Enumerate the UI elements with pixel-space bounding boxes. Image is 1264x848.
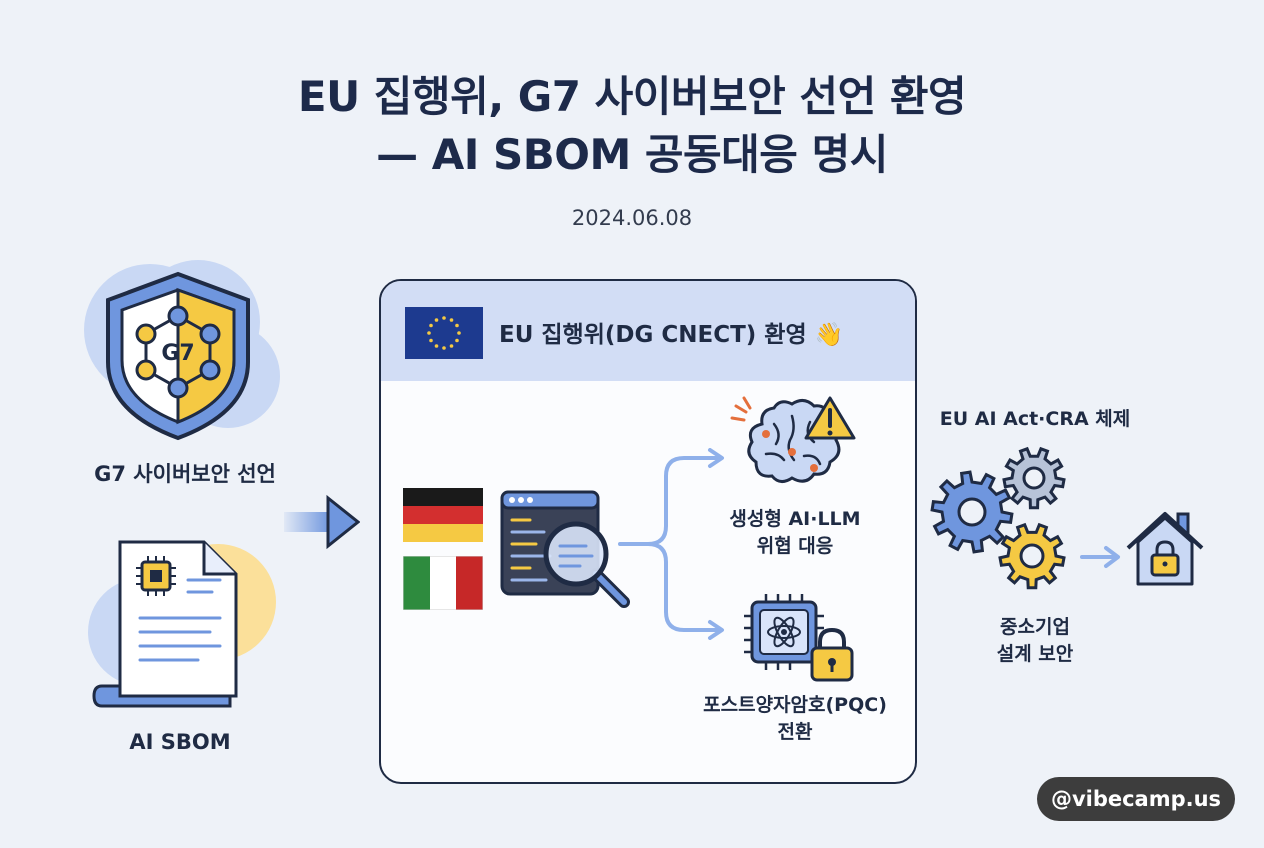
- sme-secure-design-label: 중소기업 설계 보안: [960, 614, 1110, 668]
- threat-response-label: 생성형 AI·LLM 위협 대응: [700, 506, 890, 560]
- code-inspection-icon: [500, 490, 630, 608]
- waving-hand-icon: 👋: [814, 322, 844, 348]
- shield-text: G7: [161, 341, 194, 366]
- italy-flag-icon: [403, 556, 483, 610]
- pqc-transition-label: 포스트양자암호(PQC) 전환: [680, 692, 910, 746]
- title-line-1: EU 집행위, G7 사이버보안 선언 환영: [297, 72, 967, 121]
- g7-declaration-label: G7 사이버보안 선언: [94, 462, 276, 486]
- sme-line-1: 중소기업: [1000, 616, 1070, 638]
- pqc-line-2: 전환: [777, 721, 813, 743]
- gears-icon: [930, 446, 1066, 590]
- panel-header-text: EU 집행위(DG CNECT) 환영: [499, 322, 807, 348]
- germany-flag-icon: [403, 488, 483, 542]
- watermark-badge: @vibecamp.us: [1037, 777, 1235, 821]
- secure-house-icon: [1126, 512, 1204, 586]
- title-line-2: — AI SBOM 공동대응 명시: [376, 130, 888, 179]
- panel-header-title: EU 집행위(DG CNECT) 환영 👋: [499, 315, 843, 349]
- publish-date: 2024.06.08: [571, 206, 693, 230]
- pqc-line-1: 포스트양자암호(PQC): [703, 694, 887, 716]
- branch-arrows: [618, 448, 724, 640]
- threat-line-2: 위협 대응: [756, 535, 834, 557]
- sbom-document-icon: [88, 540, 276, 708]
- ai-sbom-label: AI SBOM: [129, 730, 231, 754]
- quantum-chip-lock-icon: [744, 594, 854, 682]
- g7-shield-icon: G7: [84, 260, 280, 441]
- sme-line-2: 설계 보안: [996, 643, 1074, 665]
- threat-line-1: 생성형 AI·LLM: [729, 508, 861, 530]
- ai-brain-warning-icon: [730, 396, 856, 483]
- eu-flag-icon: [405, 307, 483, 359]
- arrow-right-icon: [284, 494, 360, 550]
- panel-header: EU 집행위(DG CNECT) 환영 👋: [381, 281, 915, 381]
- page-title: EU 집행위, G7 사이버보안 선언 환영 — AI SBOM 공동대응 명시: [0, 68, 1264, 184]
- small-arrow-right-icon: [1080, 546, 1120, 568]
- ai-act-cra-label: EU AI Act·CRA 체제: [939, 408, 1131, 430]
